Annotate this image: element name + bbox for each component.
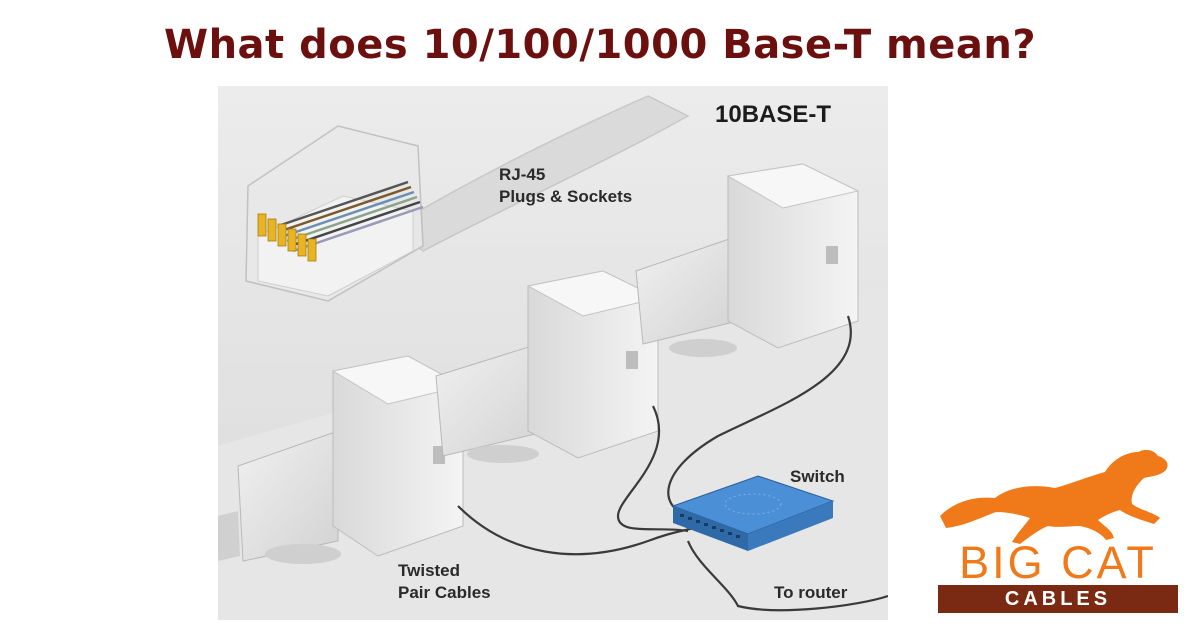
twisted-sublabel: Pair Cables bbox=[398, 583, 491, 602]
rj45-label: RJ-45 bbox=[499, 165, 546, 184]
twisted-pair-cables bbox=[457, 315, 888, 612]
network-illustration bbox=[218, 86, 888, 620]
page-title: What does 10/100/1000 Base-T mean? bbox=[163, 22, 1037, 68]
computer-icon bbox=[635, 163, 860, 357]
cat-logo-icon bbox=[940, 449, 1168, 544]
computer-icon bbox=[435, 270, 660, 463]
logo-text-sub: CABLES bbox=[1004, 588, 1112, 610]
router-label: To router bbox=[774, 583, 848, 602]
twisted-label: Twisted bbox=[398, 561, 461, 580]
logo-bar: CABLES bbox=[938, 585, 1178, 613]
computer-icon bbox=[218, 355, 465, 564]
switch-label: Switch bbox=[790, 467, 845, 486]
diagram-heading: 10BASE-T bbox=[715, 101, 832, 128]
network-diagram: 10BASE-T RJ-45 Plugs & Sockets Switch Tw… bbox=[218, 86, 888, 620]
logo-text-main: BIG CAT bbox=[959, 537, 1157, 588]
rj45-plug-icon bbox=[245, 95, 690, 302]
rj45-sublabel: Plugs & Sockets bbox=[499, 187, 633, 206]
network-switch-icon bbox=[671, 475, 835, 551]
brand-logo: BIG CAT CABLES bbox=[930, 446, 1180, 616]
